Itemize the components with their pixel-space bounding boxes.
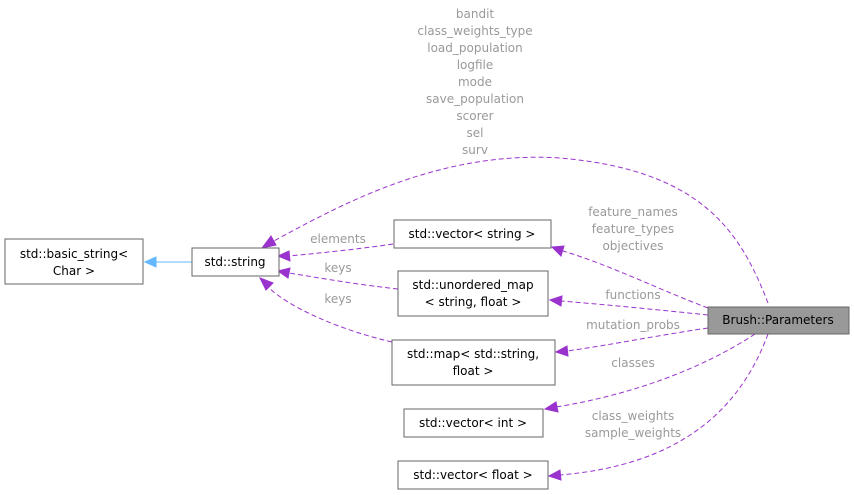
vector-string-member-labels: feature_names feature_types objectives	[588, 205, 678, 253]
node-label: std::vector< string >	[409, 227, 536, 241]
edge-label-keys: keys	[324, 261, 351, 275]
arrowhead-basic-string	[143, 256, 157, 268]
node-label: < string, float >	[425, 295, 522, 309]
arrowhead-keys-2	[258, 277, 274, 291]
edge-label-elements: elements	[310, 232, 366, 246]
member-label: sample_weights	[585, 426, 681, 440]
node-label: std::string	[204, 255, 265, 269]
edge-parameters-map	[566, 327, 709, 352]
member-label: bandit	[456, 7, 495, 21]
string-member-labels: bandit class_weights_type load_populatio…	[417, 7, 532, 157]
member-label: mode	[458, 75, 492, 89]
edge-vector-string-string	[288, 243, 394, 257]
member-label: feature_names	[588, 205, 678, 219]
member-label: class_weights	[592, 409, 675, 423]
member-label: feature_types	[592, 222, 674, 236]
edge-unordered-map-string	[288, 272, 399, 290]
edge-parameters-string	[271, 156, 769, 304]
edge-parameters-vector-string	[562, 250, 709, 309]
node-parameters[interactable]: Brush::Parameters	[707, 306, 850, 335]
node-vector-int[interactable]: std::vector< int >	[403, 408, 544, 438]
member-label: load_population	[427, 41, 523, 55]
arrowhead-vector-string	[550, 245, 565, 257]
node-label: std::vector< float >	[413, 468, 532, 482]
node-label: std::unordered_map	[412, 278, 533, 292]
node-vector-float[interactable]: std::vector< float >	[397, 460, 549, 490]
member-label-functions: functions	[605, 288, 660, 302]
node-label: std::basic_string<	[20, 247, 128, 261]
arrowhead-elements	[276, 250, 291, 262]
member-label: sel	[467, 126, 484, 140]
member-label-mutation-probs: mutation_probs	[586, 318, 680, 332]
node-string[interactable]: std::string	[191, 247, 280, 277]
node-vector-string[interactable]: std::vector< string >	[393, 219, 552, 249]
arrowhead-keys-1	[276, 267, 291, 279]
arrowhead-vector-int	[543, 401, 559, 413]
node-label: float >	[453, 364, 494, 378]
member-label: logfile	[457, 58, 494, 72]
member-label: save_population	[426, 92, 524, 106]
arrowhead-vector-float	[547, 469, 562, 481]
node-label: Brush::Parameters	[722, 313, 833, 327]
edge-parameters-unordered-map	[560, 300, 709, 316]
edge-label-keys: keys	[324, 292, 351, 306]
arrowhead-map	[554, 345, 569, 357]
node-map[interactable]: std::map< std::string, float >	[391, 339, 556, 386]
vector-float-member-labels: class_weights sample_weights	[585, 409, 681, 440]
member-label: scorer	[456, 109, 493, 123]
node-unordered-map[interactable]: std::unordered_map < string, float >	[397, 270, 549, 317]
node-label: std::vector< int >	[419, 416, 527, 430]
member-label: class_weights_type	[417, 24, 532, 38]
node-basic-string[interactable]: std::basic_string< Char >	[4, 238, 144, 285]
arrowhead-unordered-map	[548, 295, 563, 307]
member-label: objectives	[602, 239, 663, 253]
arrowhead-string-members	[260, 235, 277, 249]
member-label-classes: classes	[611, 356, 654, 370]
edge-parameters-vector-float	[559, 333, 769, 476]
node-label: Char >	[53, 264, 95, 278]
node-label: std::map< std::string,	[407, 347, 539, 361]
edge-map-string	[267, 286, 393, 343]
edge-parameters-vector-int	[555, 333, 756, 408]
member-label: surv	[462, 143, 488, 157]
